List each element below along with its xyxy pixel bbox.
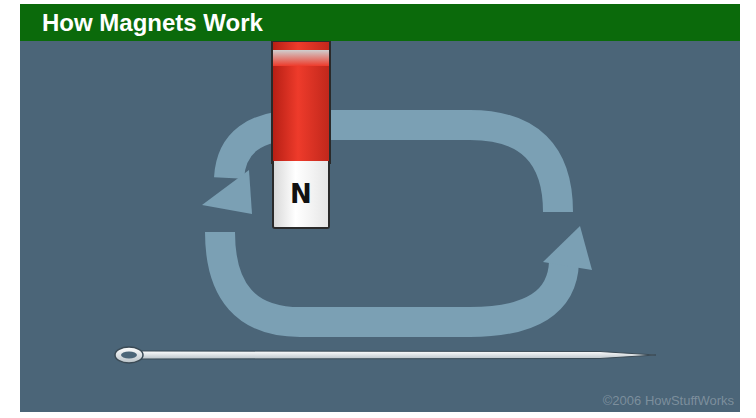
needle-eye-hole bbox=[121, 352, 137, 359]
magnet-body bbox=[272, 41, 330, 163]
magnet-pole-cap: N bbox=[272, 161, 330, 229]
copyright-watermark: ©2006 HowStuffWorks bbox=[603, 393, 734, 408]
bar-magnet bbox=[272, 41, 330, 163]
field-line-bottom bbox=[220, 232, 564, 322]
field-arrowhead bbox=[202, 170, 252, 214]
magnet-highlight bbox=[273, 50, 329, 66]
needle-eye bbox=[115, 347, 143, 363]
needle-shaft bbox=[141, 351, 656, 359]
title-bar: How Magnets Work bbox=[20, 4, 740, 41]
pole-label: N bbox=[290, 179, 312, 209]
sewing-needle bbox=[115, 347, 656, 363]
field-arrowhead bbox=[543, 226, 592, 270]
